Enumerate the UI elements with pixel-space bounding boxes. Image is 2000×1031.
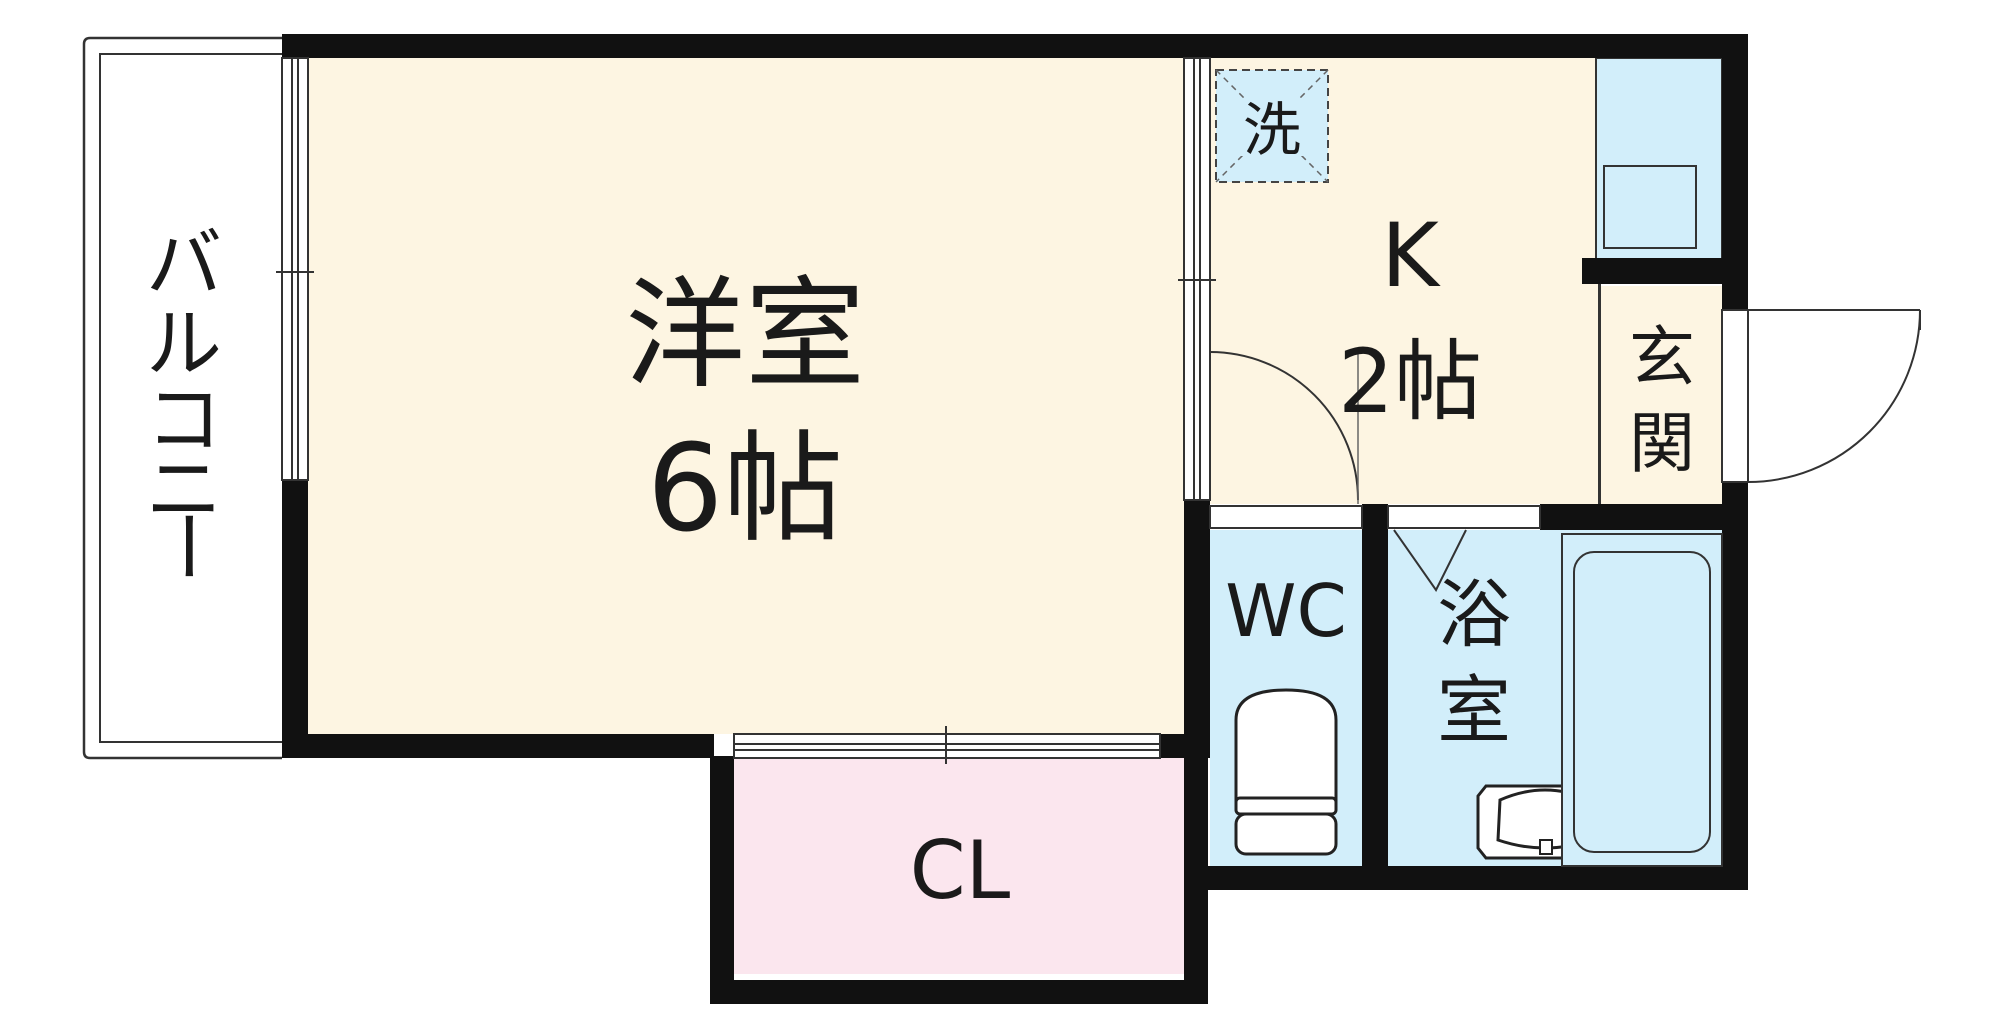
closet-label: CL (910, 824, 1011, 917)
bath-label-1: 浴 (1437, 572, 1511, 658)
svg-text:ー: ー (142, 508, 231, 584)
balcony (82, 36, 282, 760)
bath-label-2: 室 (1437, 668, 1511, 754)
kitchen-name: K (1381, 204, 1441, 307)
svg-text:バ: バ (146, 219, 222, 308)
closet-door (733, 726, 1161, 764)
svg-text:ル: ル (146, 299, 222, 388)
svg-text:ニ: ニ (146, 445, 222, 534)
svg-text:コ: コ (146, 375, 222, 464)
laundry-label: 洗 (1243, 96, 1301, 164)
entrance-label-2: 関 (1629, 405, 1695, 482)
kitchen-sink (1603, 165, 1697, 249)
kitchen-size: 2帖 (1338, 330, 1482, 433)
wc-label: WC (1225, 569, 1346, 653)
wet-area-doors (1209, 351, 1541, 592)
western-room-size: 6帖 (647, 420, 843, 559)
entrance-label-1: 玄 (1629, 319, 1695, 396)
entrance-door (1721, 309, 1921, 483)
toilet (1234, 688, 1338, 856)
western-room-window (276, 57, 314, 481)
sliding-partition (1178, 57, 1216, 501)
bathtub (1561, 533, 1723, 867)
entrance-floor (1600, 286, 1722, 504)
walls (282, 34, 1748, 1004)
balcony-label: バ ル コ ニ ー (142, 219, 231, 584)
laundry-area (1215, 69, 1329, 183)
western-room-floor (296, 58, 1184, 734)
closet-floor (734, 756, 1184, 974)
western-room-name: 洋室 (625, 266, 865, 405)
